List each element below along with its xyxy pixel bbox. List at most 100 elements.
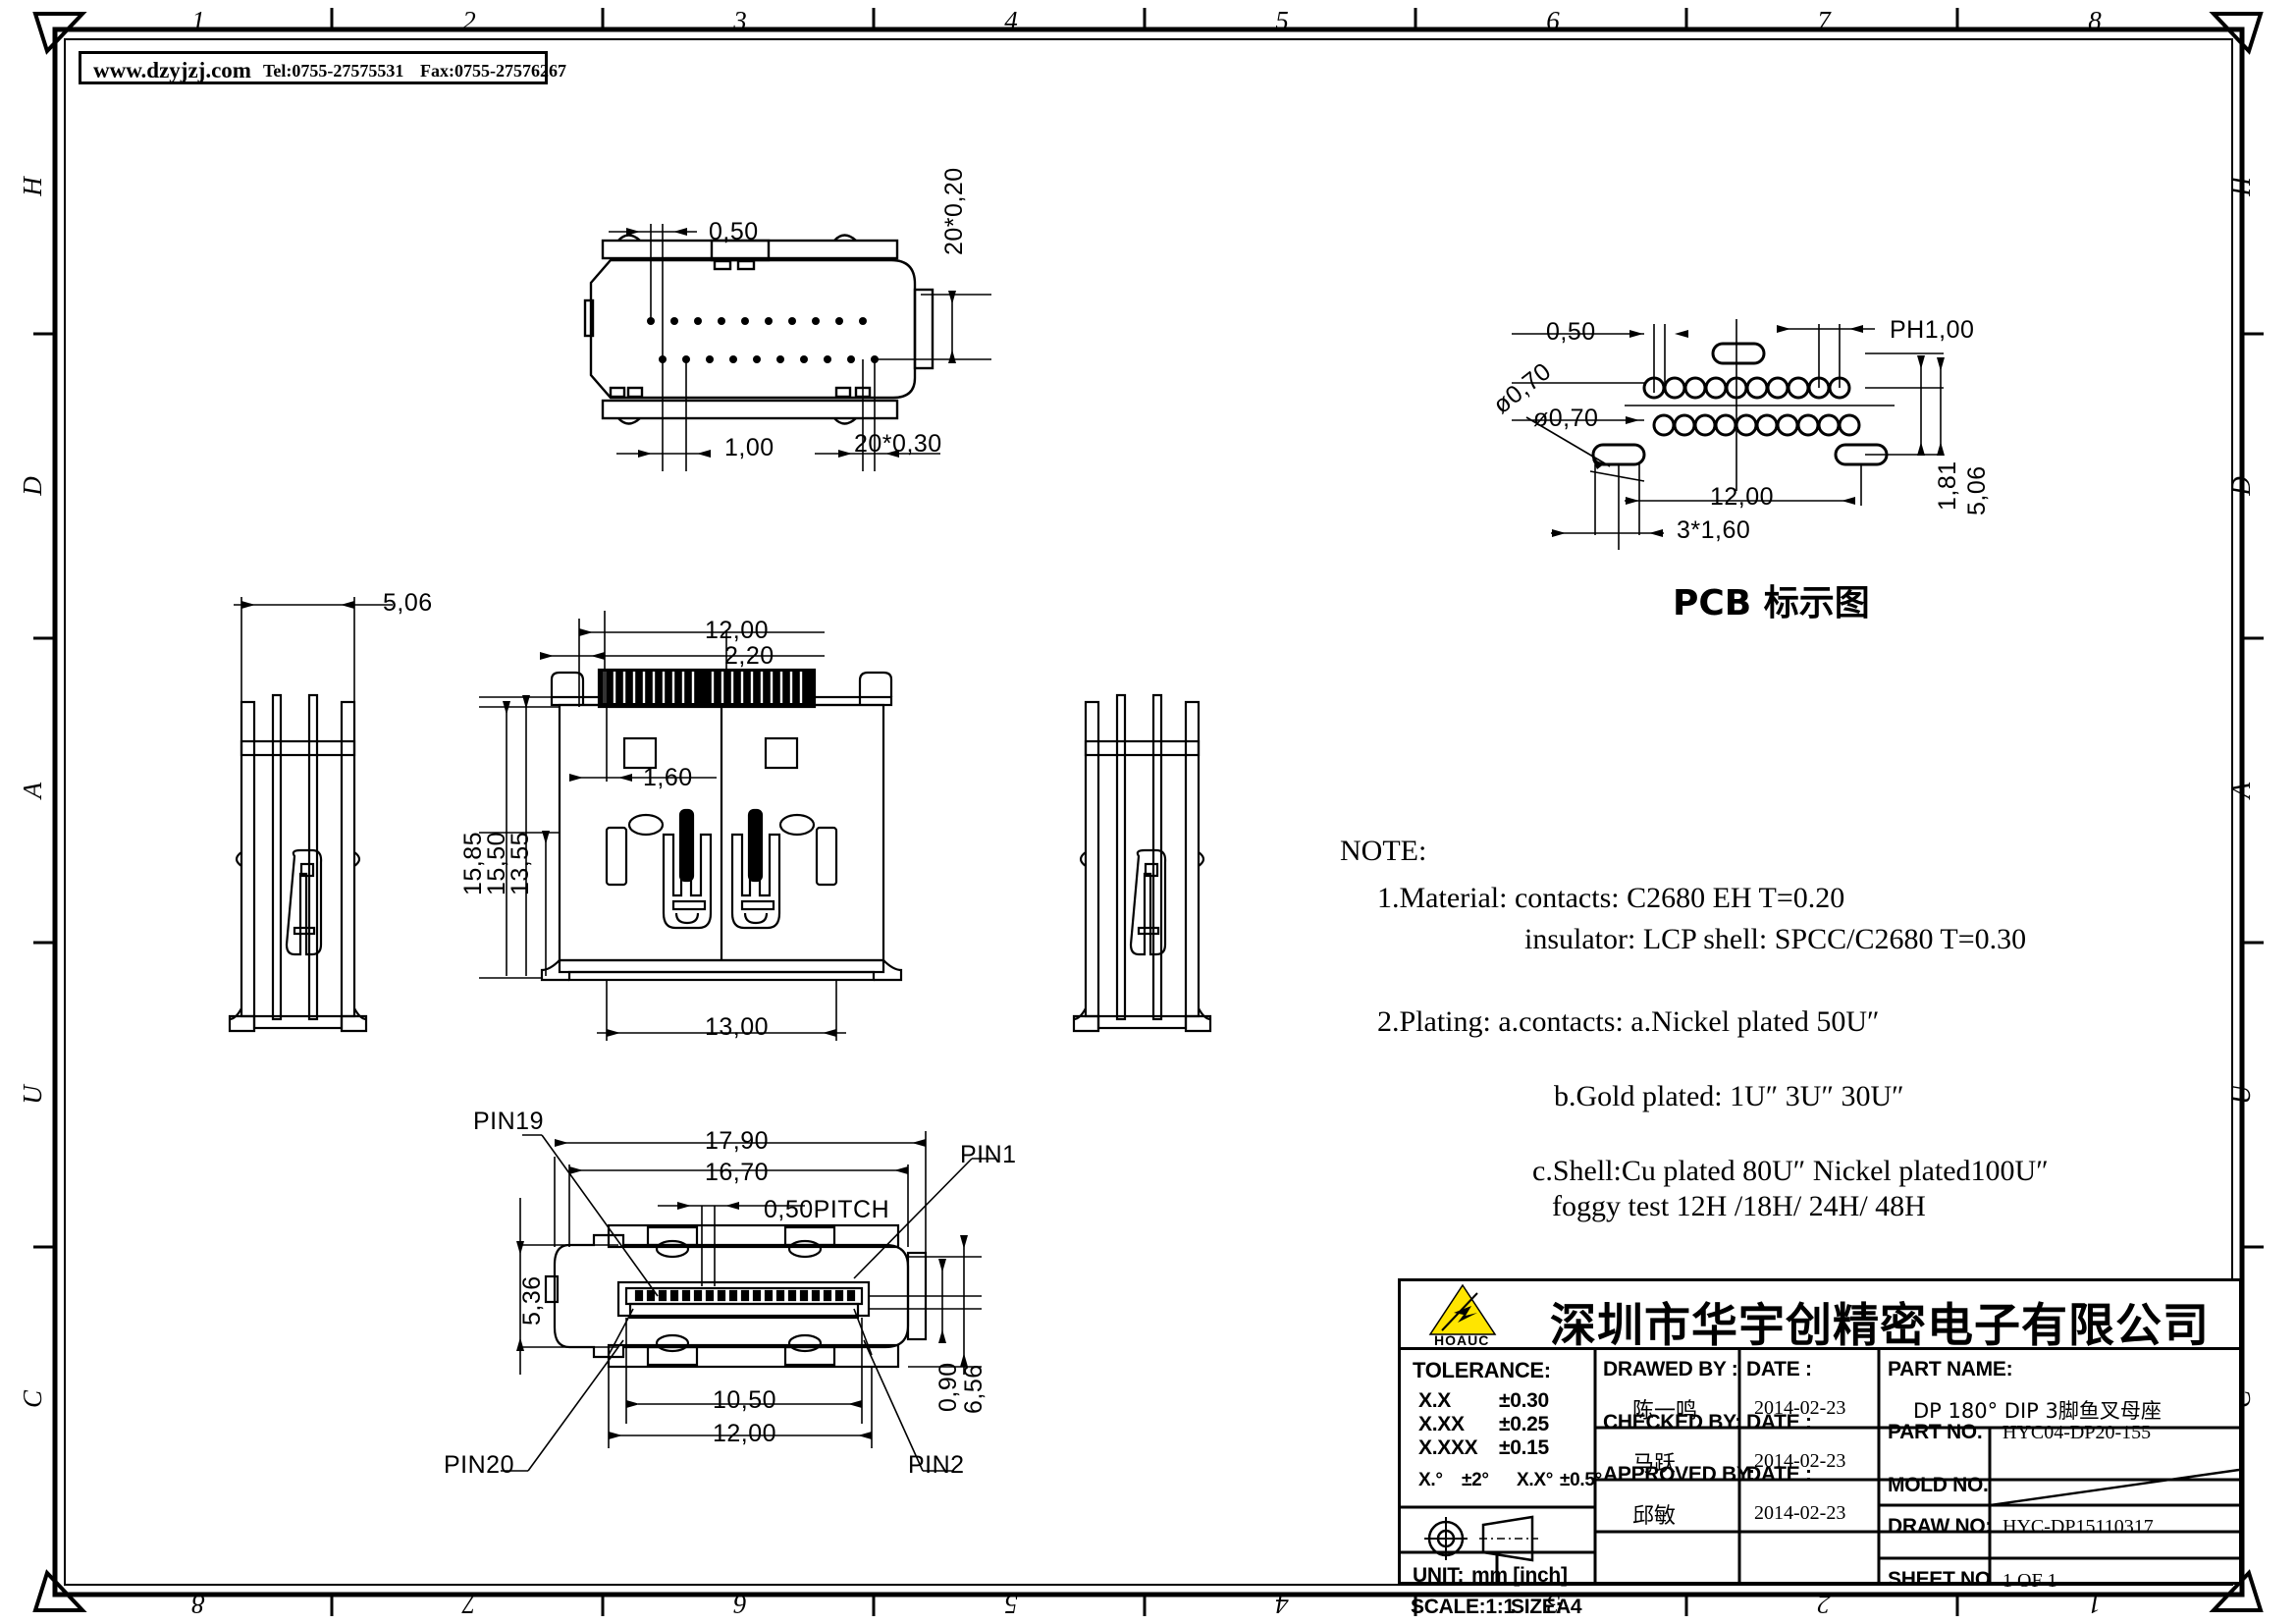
zone-top-2: 2: [462, 6, 476, 35]
zone-left-u: U: [18, 1085, 47, 1105]
part-name-label: PART NAME:: [1888, 1358, 2013, 1380]
notes-heading: NOTE:: [1340, 835, 1427, 867]
note-line-3: 2.Plating: a.contacts: a.Nickel plated 5…: [1377, 1005, 1880, 1038]
note-line-1: 1.Material: contacts: C2680 EH T=0.20: [1377, 882, 1845, 914]
front-view-drawing: [479, 611, 903, 1041]
callout-pin2: PIN2: [908, 1451, 965, 1479]
checked-date-value: 2014-02-23: [1754, 1450, 1846, 1472]
sheet-no-label: SHEET NO.: [1888, 1568, 1997, 1591]
dim-bottom-0-50pitch: 0,50PITCH: [764, 1196, 890, 1223]
callout-pin20: PIN20: [444, 1451, 514, 1479]
approved-by-label: APPROVED BY:: [1603, 1463, 1755, 1486]
unit-label: UNIT:: [1413, 1564, 1465, 1587]
tolerance-angular-value-1: ±0.5°: [1560, 1470, 1602, 1490]
approved-date-label: DATE :: [1746, 1463, 1812, 1486]
zone-left-d: D: [18, 476, 47, 496]
header-contact-bar: www.dzyjzj.com Tel:0755-27575531 Fax:075…: [79, 51, 566, 84]
dim-bottom-17-90: 17,90: [705, 1127, 770, 1155]
dim-front-1-60: 1,60: [643, 764, 693, 791]
checked-by-name: 马跃: [1632, 1452, 1677, 1477]
mold-no-label: MOLD NO.: [1888, 1474, 1989, 1496]
dim-front-2-20: 2,20: [724, 642, 774, 670]
dim-pcb-5-06: 5,06: [1963, 465, 1991, 515]
size-label: SIZE:: [1511, 1596, 1563, 1618]
callout-pin1: PIN1: [960, 1141, 1017, 1168]
dim-pcb-0-50: 0,50: [1546, 318, 1596, 346]
zone-left-h: H: [18, 177, 47, 196]
tolerance-value-0: ±0.30: [1499, 1389, 1549, 1412]
dim-front-13-00: 13,00: [705, 1013, 770, 1041]
zone-bottom-6: 6: [733, 1590, 747, 1619]
tolerance-angular-spec-1: X.X°: [1517, 1470, 1554, 1490]
zone-top-8: 8: [2088, 6, 2102, 35]
dim-bottom-16-70: 16,70: [705, 1159, 770, 1186]
dim-bottom-10-50: 10,50: [713, 1386, 777, 1414]
dim-front-13-55: 13,55: [507, 831, 534, 895]
note-line-6: foggy test 12H /18H/ 24H/ 48H: [1552, 1190, 1926, 1222]
zone-right-h: H: [2226, 177, 2256, 196]
zone-left-a: A: [18, 782, 47, 799]
note-line-4: b.Gold plated: 1U″ 3U″ 30U″: [1554, 1080, 1904, 1112]
dim-top-20x0-30: 20*0,30: [854, 430, 942, 458]
sheet-no-value: 1 OF 1: [2002, 1570, 2057, 1592]
approved-date-value: 2014-02-23: [1754, 1502, 1846, 1524]
tolerance-heading: TOLERANCE:: [1413, 1358, 1551, 1382]
part-no-value: HYC04-DP20-155: [2002, 1422, 2152, 1443]
first-angle-projection-icon: [1422, 1515, 1579, 1562]
dim-top-1-00: 1,00: [724, 434, 774, 461]
zone-bottom-7: 7: [462, 1590, 476, 1619]
right-side-view-drawing: [1072, 693, 1212, 1033]
company-header: HOAUC 深圳市华宇创精密电子有限公司: [1401, 1281, 2239, 1353]
company-tel: Tel:0755-27575531: [263, 61, 404, 81]
zone-bottom-1: 1: [2088, 1590, 2102, 1619]
zone-bottom-8: 8: [191, 1590, 205, 1619]
draw-no-value: HYC-DP15110317: [2002, 1516, 2154, 1538]
zone-top-5: 5: [1275, 6, 1289, 35]
zone-bottom-5: 5: [1004, 1590, 1018, 1619]
tolerance-spec-1: X.XX: [1418, 1413, 1465, 1435]
top-view-drawing: [583, 224, 991, 471]
part-no-label: PART NO.: [1888, 1421, 1983, 1443]
checked-by-label: CHECKED BY:: [1603, 1411, 1741, 1434]
dim-pcb-ph1-00: PH1,00: [1890, 316, 1975, 344]
dim-pcb-1-81: 1,81: [1934, 460, 1961, 511]
callout-pin19: PIN19: [473, 1108, 544, 1135]
drawed-by-name: 陈一鸣: [1632, 1399, 1698, 1424]
tolerance-spec-2: X.XXX: [1418, 1436, 1478, 1459]
zone-top-4: 4: [1004, 6, 1018, 35]
tolerance-spec-0: X.X: [1418, 1389, 1451, 1412]
zone-left-c: C: [18, 1390, 47, 1409]
zone-right-u: U: [2226, 1085, 2256, 1105]
left-side-view-drawing: [228, 597, 393, 1033]
zone-bottom-4: 4: [1275, 1590, 1289, 1619]
logo-text: HOAUC: [1434, 1332, 1490, 1348]
dim-bottom-5-36: 5,36: [518, 1275, 546, 1326]
dim-pcb-12-00: 12,00: [1710, 483, 1775, 511]
pcb-layout-drawing: [1512, 319, 1945, 550]
draw-no-label: DRAW NO:: [1888, 1515, 1993, 1538]
size-value: A4: [1556, 1596, 1582, 1618]
title-block: HOAUC 深圳市华宇创精密电子有限公司: [1398, 1278, 2242, 1618]
notes-block: NOTE: 1.Material: contacts: C2680 EH T=0…: [1340, 835, 2204, 1223]
zone-right-d: D: [2226, 476, 2256, 496]
company-name: 深圳市华宇创精密电子有限公司: [1550, 1299, 2210, 1353]
zone-top-6: 6: [1546, 6, 1560, 35]
unit-value: mm [inch]: [1471, 1564, 1568, 1587]
zone-top-7: 7: [1817, 6, 1831, 35]
bottom-view-drawing: [501, 1131, 996, 1472]
zone-top-3: 3: [733, 6, 747, 35]
dim-bottom-0-90: 0,90: [934, 1362, 962, 1412]
pcb-view-title: PCB 标示图: [1673, 583, 1870, 623]
dim-bottom-12-00: 12,00: [713, 1420, 777, 1447]
drawed-date-label: DATE :: [1746, 1358, 1812, 1380]
hoauc-logo: HOAUC: [1426, 1283, 1499, 1348]
company-website: www.dzyjzj.com: [93, 58, 251, 82]
drawed-date-value: 2014-02-23: [1754, 1397, 1846, 1419]
scale-label: SCALE:1:1: [1411, 1596, 1515, 1618]
note-line-5: c.Shell:Cu plated 80U″ Nickel plated100U…: [1532, 1155, 2049, 1187]
approved-by-name: 邱敏: [1632, 1504, 1677, 1529]
dim-bottom-6-56: 6,56: [960, 1364, 988, 1414]
dim-left-5-06: 5,06: [383, 589, 433, 617]
checked-date-label: DATE :: [1746, 1411, 1812, 1434]
